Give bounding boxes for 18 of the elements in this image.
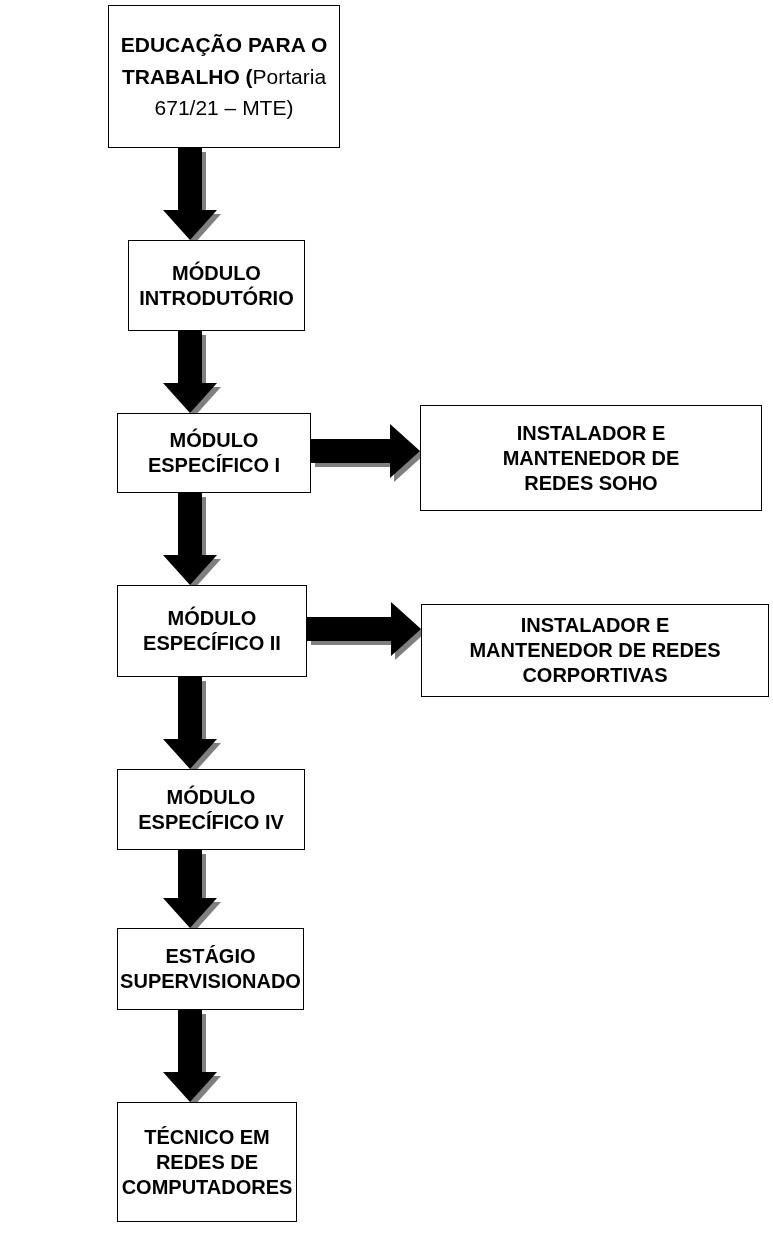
box-label: EDUCAÇÃO PARA O TRABALHO (Portaria 671/21 – MTE) xyxy=(119,32,329,122)
box-label: MÓDULO ESPECÍFICO I xyxy=(146,428,282,478)
process-box xyxy=(117,1102,297,1222)
process-box xyxy=(108,5,340,148)
box-label: INSTALADOR E MANTENEDOR DE REDES SOHO xyxy=(501,420,681,496)
box-label: ESTÁGIO SUPERVISIONADO xyxy=(120,944,301,994)
box-label: TÉCNICO EM REDES DE COMPUTADORES xyxy=(121,1124,293,1200)
box-label: MÓDULO ESPECÍFICO IV xyxy=(137,784,285,835)
process-box xyxy=(117,928,304,1010)
box-label: INSTALADOR E MANTENEDOR DE REDES CORPORTIVAS xyxy=(468,613,722,688)
process-box xyxy=(421,604,769,697)
process-box xyxy=(420,405,762,511)
process-box xyxy=(128,240,305,331)
process-box xyxy=(117,585,307,677)
process-box xyxy=(117,413,311,493)
box-label: MÓDULO INTRODUTÓRIO xyxy=(138,260,295,311)
process-box xyxy=(117,769,305,850)
box-label: MÓDULO ESPECÍFICO II xyxy=(142,606,282,656)
